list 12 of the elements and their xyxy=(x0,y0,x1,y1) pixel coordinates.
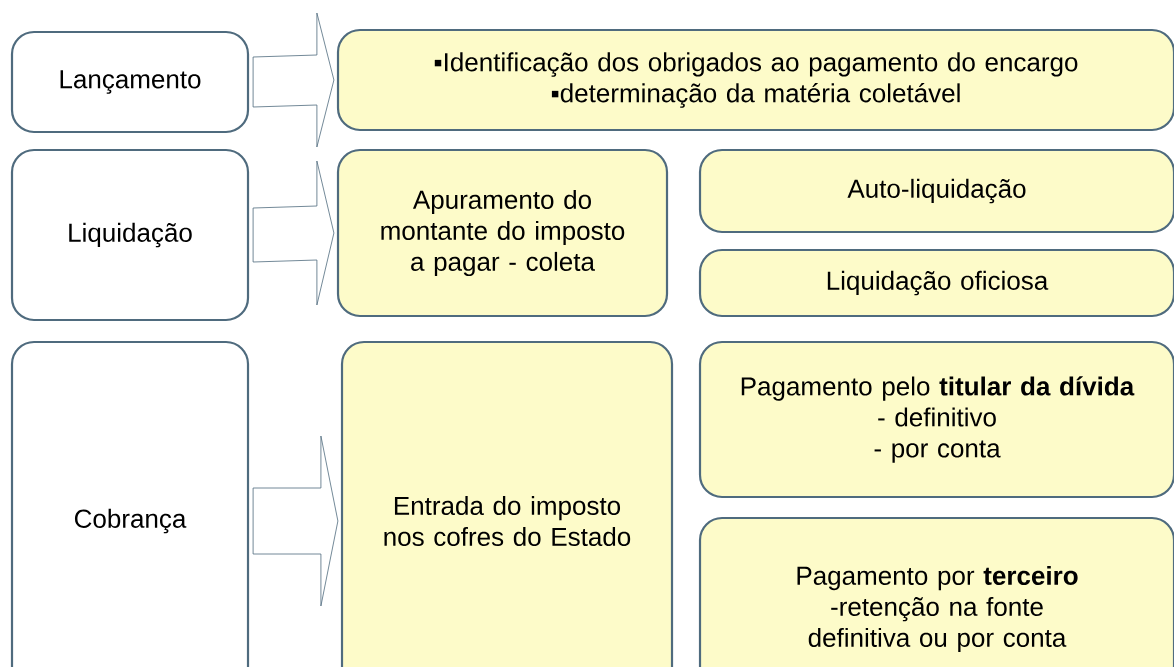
detail-box: Auto-liquidação xyxy=(698,148,1174,234)
detail-box: Pagamento pelo titular da dívida - definitivo - por conta xyxy=(698,340,1174,499)
detail-box: Pagamento por terceiro -retenção na fonte definitiva ou por conta xyxy=(698,516,1174,667)
detail-box: ▪Identificação dos obrigados ao pagamento do encargo ▪determinação da matéria coletável xyxy=(336,28,1174,132)
block-arrow xyxy=(252,12,335,148)
step-box: Cobrança xyxy=(10,340,250,667)
block-arrow xyxy=(252,435,339,607)
detail-box: Apuramento do montante do imposto a pagar - coleta xyxy=(336,148,669,318)
detail-box: Entrada do imposto nos cofres do Estado xyxy=(340,340,674,667)
step-box: Liquidação xyxy=(10,148,250,322)
step-box: Lançamento xyxy=(10,30,250,134)
detail-box: Liquidação oficiosa xyxy=(698,248,1174,318)
